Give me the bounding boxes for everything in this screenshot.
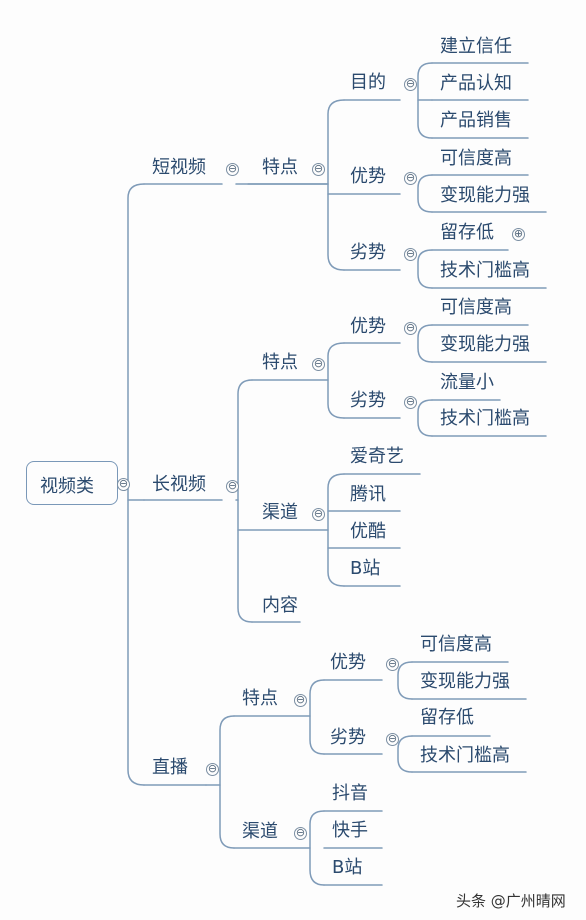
long-video-node[interactable]: 长视频 [152,474,206,495]
collapse-icon[interactable]: ⊖ [312,507,325,521]
collapse-icon[interactable]: ⊖ [312,162,325,176]
live-node[interactable]: 直播 [152,757,188,778]
expand-icon[interactable]: ⊕ [512,227,525,241]
collapse-icon[interactable]: ⊖ [294,693,307,707]
short-video-node[interactable]: 短视频 [152,157,206,178]
collapse-icon[interactable]: ⊖ [404,395,417,409]
disadvantage-item[interactable]: 技术门槛高 [440,260,530,281]
purpose-item[interactable]: 产品认知 [440,73,512,94]
long-video-channels-node[interactable]: 渠道 [262,502,298,523]
collapse-icon[interactable]: ⊖ [404,77,417,91]
disadvantage-node[interactable]: 劣势 [350,390,386,411]
advantage-item[interactable]: 变现能力强 [440,334,530,355]
long-video-features-node[interactable]: 特点 [262,352,298,373]
channel-item[interactable]: 优酷 [350,521,386,542]
channel-item[interactable]: 快手 [332,820,368,841]
disadvantage-item[interactable]: 技术门槛高 [420,745,510,766]
disadvantage-item[interactable]: 流量小 [440,372,494,393]
watermark: 头条 @广州晴网 [456,892,566,910]
purpose-item[interactable]: 建立信任 [440,36,512,57]
collapse-icon[interactable]: ⊖ [226,479,239,493]
collapse-icon[interactable]: ⊖ [312,357,325,371]
channel-item[interactable]: 爱奇艺 [350,446,404,467]
disadvantage-node[interactable]: 劣势 [350,242,386,263]
purpose-item[interactable]: 产品销售 [440,110,512,131]
disadvantage-item[interactable]: 留存低 [440,222,494,243]
disadvantage-item[interactable]: 留存低 [420,707,474,728]
collapse-icon[interactable]: ⊖ [404,247,417,261]
disadvantage-node[interactable]: 劣势 [330,727,366,748]
collapse-icon[interactable]: ⊖ [117,477,130,491]
collapse-icon[interactable]: ⊖ [404,321,417,335]
collapse-icon[interactable]: ⊖ [404,171,417,185]
channel-item[interactable]: B站 [350,558,381,579]
advantage-item[interactable]: 可信度高 [440,148,512,169]
collapse-icon[interactable]: ⊖ [206,762,219,776]
channel-item[interactable]: 腾讯 [350,484,386,505]
disadvantage-item[interactable]: 技术门槛高 [440,408,530,429]
live-features-node[interactable]: 特点 [242,688,278,709]
root-node-label: 视频类 [40,476,94,497]
advantage-node[interactable]: 优势 [330,652,366,673]
short-video-features-node[interactable]: 特点 [262,157,298,178]
advantage-item[interactable]: 可信度高 [420,634,492,655]
collapse-icon[interactable]: ⊖ [386,657,399,671]
advantage-node[interactable]: 优势 [350,316,386,337]
live-channels-node[interactable]: 渠道 [242,821,278,842]
long-video-content-node[interactable]: 内容 [262,595,298,616]
root-node-box[interactable] [26,461,118,505]
channel-item[interactable]: 抖音 [332,783,368,804]
channel-item[interactable]: B站 [332,857,363,878]
collapse-icon[interactable]: ⊖ [294,826,307,840]
collapse-icon[interactable]: ⊖ [226,162,239,176]
advantage-item[interactable]: 可信度高 [440,297,512,318]
advantage-node[interactable]: 优势 [350,166,386,187]
advantage-item[interactable]: 变现能力强 [420,671,510,692]
collapse-icon[interactable]: ⊖ [386,732,399,746]
advantage-item[interactable]: 变现能力强 [440,185,530,206]
purpose-node[interactable]: 目的 [350,72,386,93]
